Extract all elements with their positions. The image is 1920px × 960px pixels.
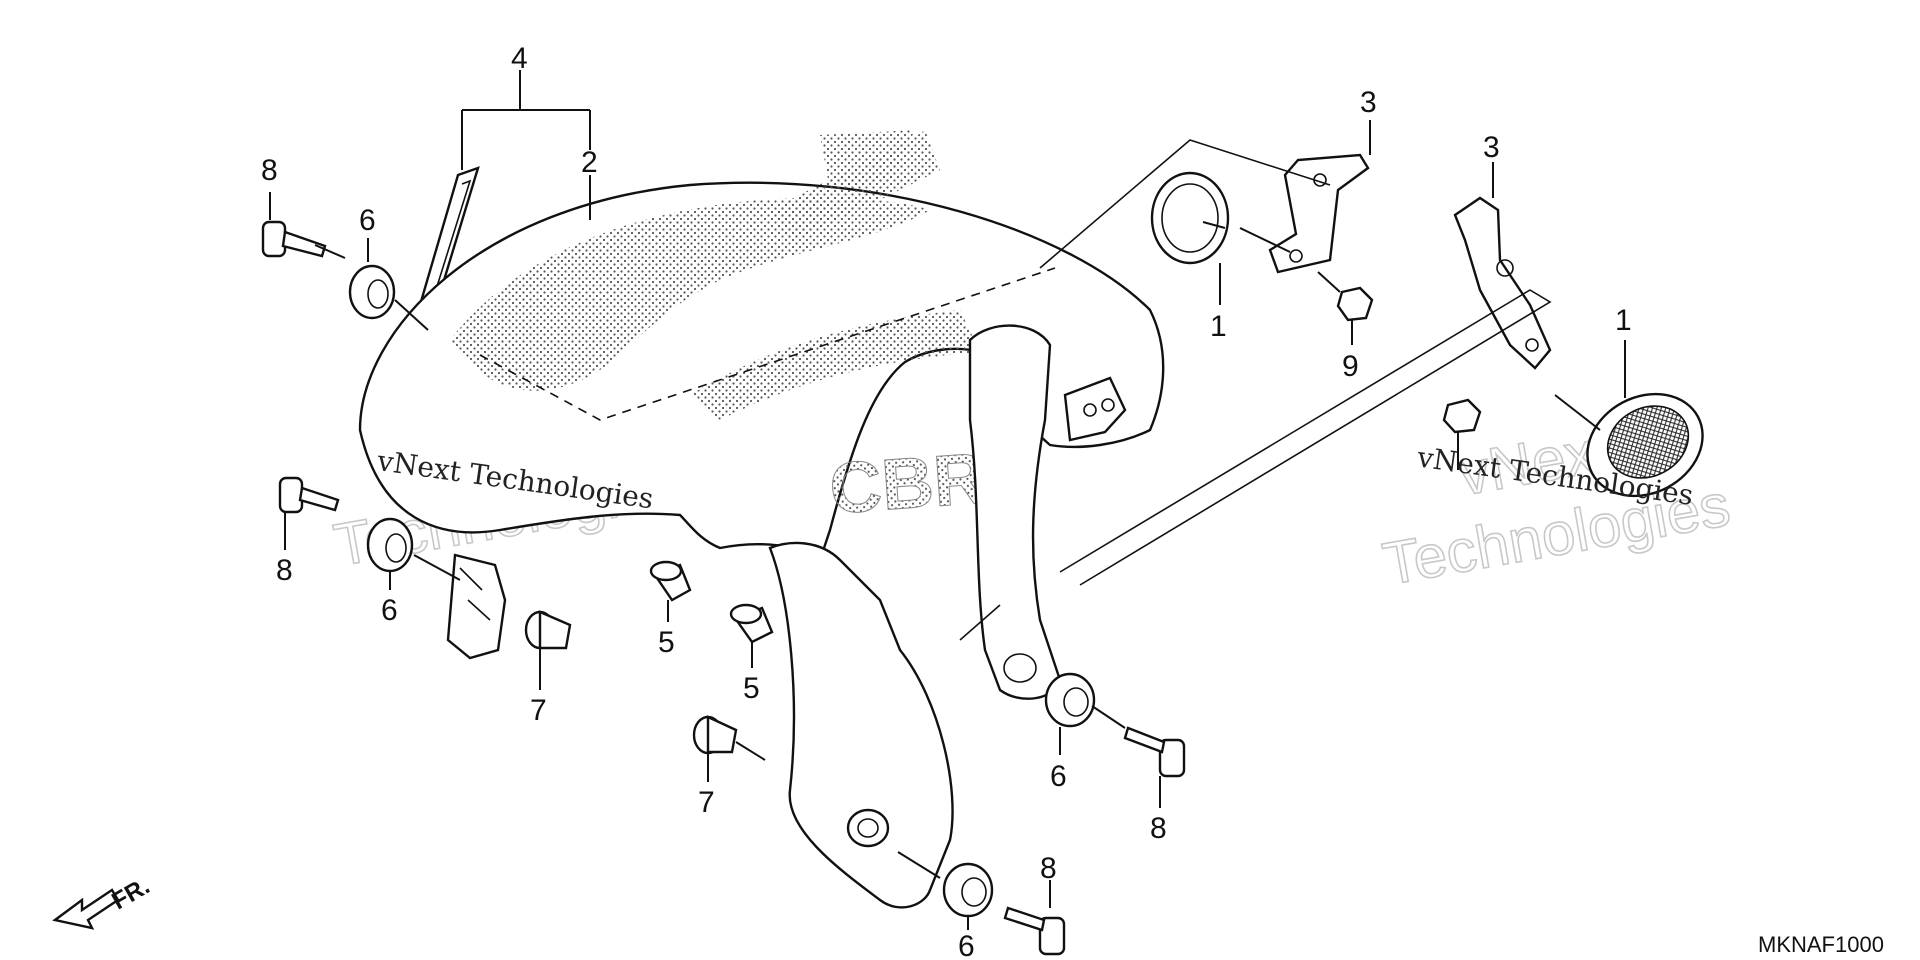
callout-3b: 3: [1483, 131, 1500, 164]
grommet-right: [1044, 672, 1096, 728]
reflector-left: [1150, 171, 1230, 265]
fender-wing-decal: [770, 130, 940, 240]
grommet-upper-left: [348, 264, 396, 320]
fender-decal-text: CBR: [827, 439, 988, 530]
collar-7a: [524, 610, 572, 650]
callout-5b: 5: [743, 672, 760, 705]
callout-8d: 8: [1040, 852, 1057, 885]
collar-5a: [649, 560, 692, 602]
leader-lines: [269, 70, 1626, 930]
callout-6a: 6: [359, 204, 376, 237]
callout-8a: 8: [261, 154, 278, 187]
fender-stay: [768, 541, 954, 909]
collar-5b: [729, 603, 774, 644]
callout-5a: 5: [658, 626, 675, 659]
grommet-mid-left: [366, 517, 414, 573]
callout-1a: 1: [1210, 310, 1227, 343]
callout-7b: 7: [698, 786, 715, 819]
diagram-code: MKNAF1000: [1758, 932, 1884, 957]
left-fender-bracket: [446, 553, 507, 660]
nut-right: [1442, 398, 1482, 434]
front-arrow-icon: [52, 888, 120, 930]
bolt-mid-left: [278, 476, 340, 514]
callout-8c: 8: [1150, 812, 1167, 845]
callout-6c: 6: [1050, 760, 1067, 793]
bolt-lower-right: [1123, 726, 1186, 778]
callout-labels: 4 2 8 6 3 3 1 9 1 8 6 7 5 5 7 6 8 6 8: [261, 42, 1632, 960]
svg-text:FR.: FR.: [107, 873, 154, 916]
callout-7a: 7: [530, 694, 547, 727]
callout-2: 2: [581, 146, 598, 179]
callout-6d: 6: [958, 930, 975, 960]
callout-9: 9: [1342, 350, 1359, 383]
grommet-bottom: [942, 862, 994, 918]
bolt-bottom: [1003, 906, 1066, 956]
front-direction-indicator: FR.: [52, 873, 154, 930]
nut-9: [1336, 286, 1374, 322]
collar-7b: [692, 715, 738, 755]
reflector-stay-right: [1453, 196, 1552, 370]
callout-8b: 8: [276, 554, 293, 587]
front-fender: CBR: [358, 130, 1165, 909]
callout-6b: 6: [381, 594, 398, 627]
reflector-stay-left: [1268, 153, 1370, 274]
callout-1b: 1: [1615, 304, 1632, 337]
bolt-upper-left: [261, 220, 327, 258]
fender-dots: [450, 198, 930, 391]
fender-mount-arm: [968, 324, 1062, 700]
reflector-right: [1586, 392, 1704, 498]
callout-3a: 3: [1360, 86, 1377, 119]
callout-4: 4: [511, 42, 528, 75]
